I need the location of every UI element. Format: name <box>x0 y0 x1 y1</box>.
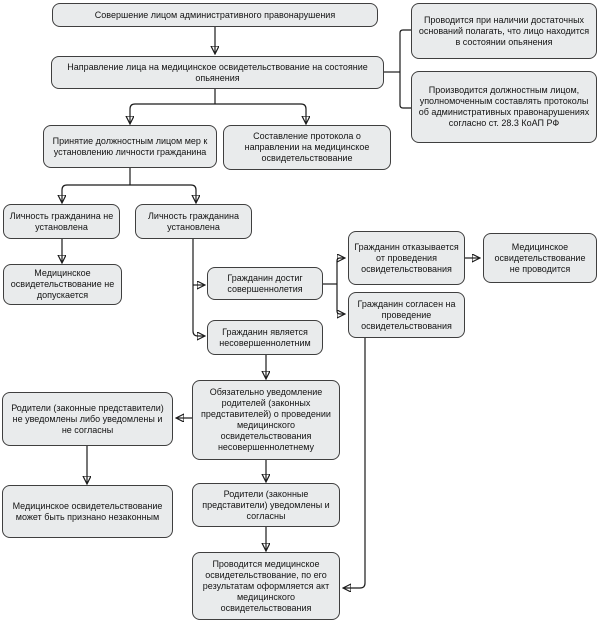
node-citizen-minor: Гражданин является несовершеннолетним <box>207 320 323 355</box>
arrow-adult-agrees <box>336 284 344 314</box>
node-citizen-agrees: Гражданин согласен на проведение освидет… <box>348 292 465 338</box>
node-identity-established: Личность гражданина установлена <box>135 204 252 239</box>
node-parents-notified-agree: Родители (законные представители) уведом… <box>192 483 340 527</box>
node-referral-to-exam: Направление лица на медицинское освидете… <box>51 56 384 89</box>
node-citizen-adult: Гражданин достиг совершеннолетия <box>207 267 323 300</box>
node-protocol-drawn: Составление протокола о направлении на м… <box>223 125 391 170</box>
node-parents-notification-required: Обязательно уведомление родителей (закон… <box>192 380 340 460</box>
node-offense-committed: Совершение лицом административного право… <box>52 3 378 27</box>
node-exam-not-allowed: Медицинское освидетельствование не допус… <box>3 264 122 305</box>
arrow-identified-minor <box>192 239 204 336</box>
arrow-agrees-conducted <box>344 338 366 588</box>
node-parents-not-notified: Родители (законные представители) не уве… <box>2 392 173 446</box>
node-exam-not-conducted: Медицинское освидетельствование не прово… <box>483 233 597 283</box>
arrow-adult-refuses <box>336 258 344 284</box>
line-notes-bracket <box>399 29 411 109</box>
note-sufficient-grounds: Проводится при наличии достаточных основ… <box>411 3 597 59</box>
arrow-identify-notidentified <box>62 184 130 202</box>
arrow-referral-identify <box>130 103 215 123</box>
node-exam-conducted-act: Проводится медицинское освидетельствован… <box>192 552 340 620</box>
note-authorized-official: Производится должностным лицом, уполномо… <box>411 71 597 143</box>
node-identity-measures: Принятие должностным лицом мер к установ… <box>43 125 217 168</box>
node-identity-not-established: Личность гражданина не установлена <box>3 204 120 239</box>
node-exam-may-be-illegal: Медицинское освидетельствование может бы… <box>2 485 173 538</box>
arrow-referral-protocol <box>215 103 306 123</box>
node-citizen-refuses: Гражданин отказывается от проведения осв… <box>348 231 465 285</box>
arrow-identify-identified <box>130 184 196 202</box>
